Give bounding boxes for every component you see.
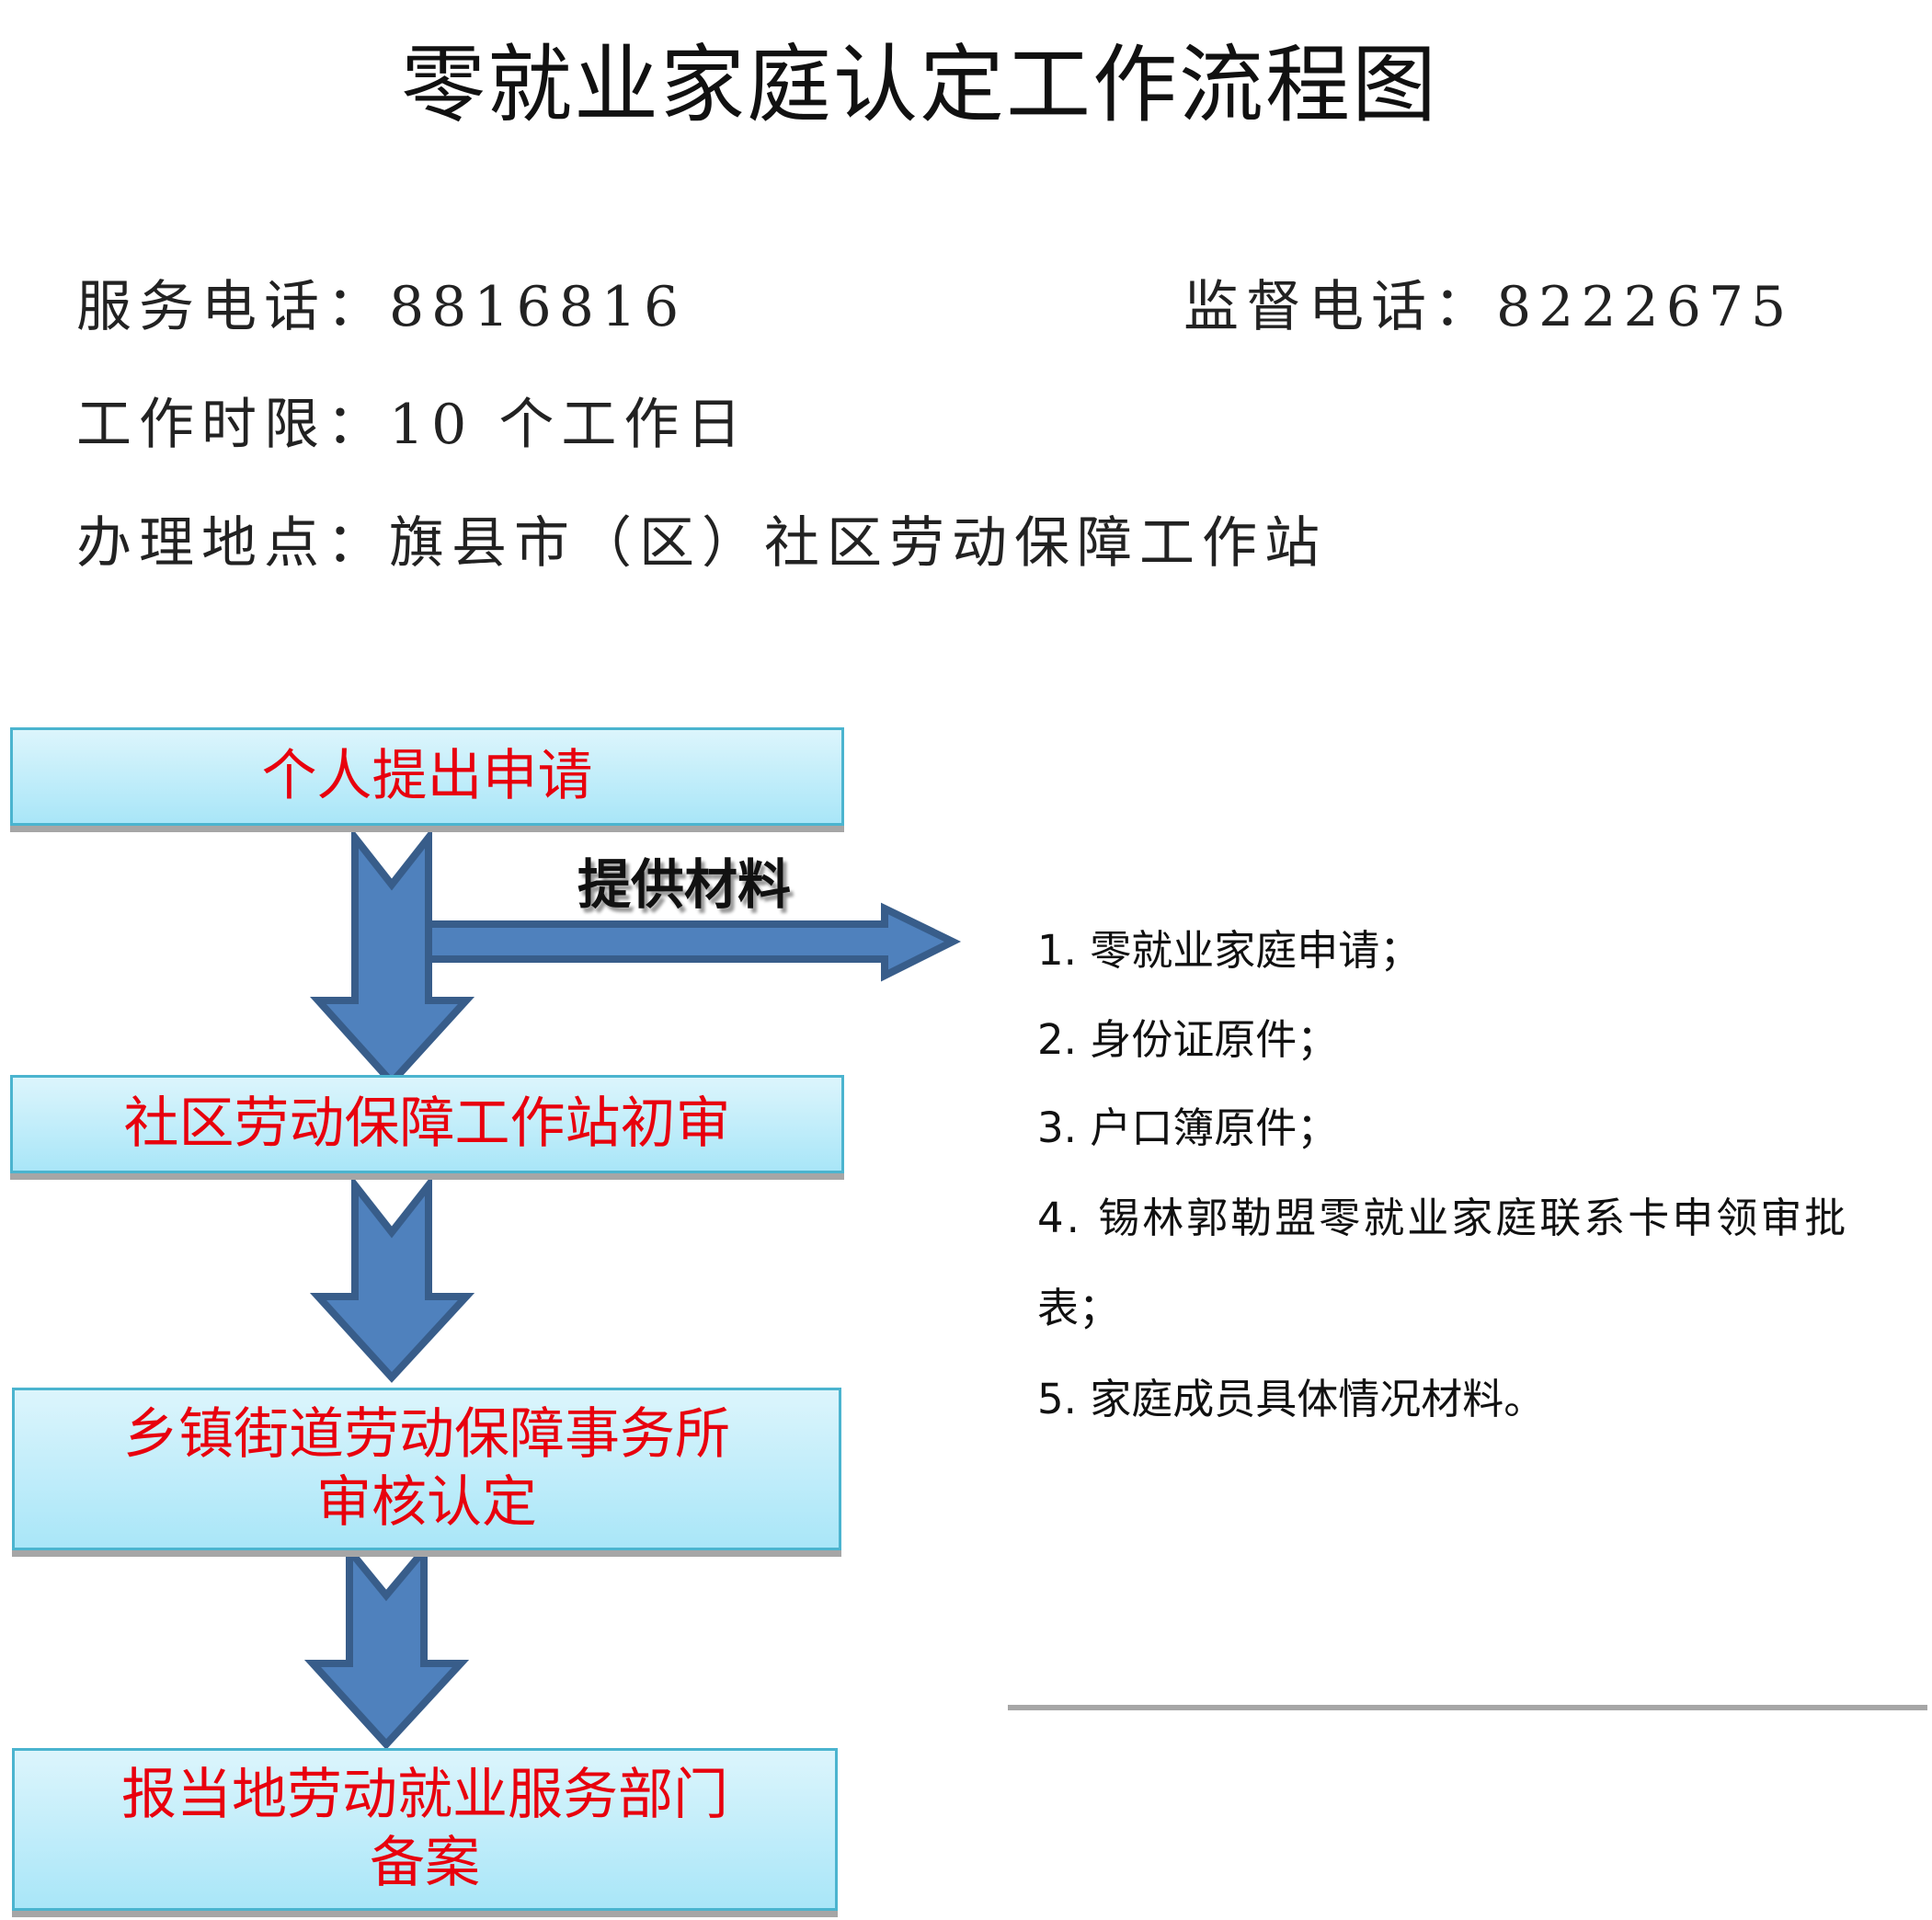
material-item: 1. 零就业家庭申请；: [1037, 926, 1422, 975]
down-arrow-1: [310, 827, 475, 1088]
service-phone: 服务电话：8816816: [76, 275, 687, 339]
down-arrow-2: [309, 1174, 475, 1383]
step-apply: 个人提出申请: [10, 727, 844, 826]
step-label: 乡镇街道劳动保障事务所: [123, 1402, 730, 1468]
location: 办理地点：旗县市（区）社区劳动保障工作站: [76, 511, 1327, 576]
page-title: 零就业家庭认定工作流程图: [400, 36, 1438, 134]
step-community-review: 社区劳动保障工作站初审: [10, 1075, 844, 1173]
divider-line: [1008, 1705, 1927, 1710]
step-label-2: 备案: [370, 1830, 480, 1895]
step-label-2: 审核认定: [316, 1469, 537, 1535]
step-label: 社区劳动保障工作站初审: [123, 1091, 731, 1156]
step-town-approval: 乡镇街道劳动保障事务所 审核认定: [12, 1388, 841, 1550]
material-item: 3. 户口簿原件；: [1037, 1103, 1339, 1152]
material-item: 2. 身份证原件；: [1037, 1015, 1339, 1064]
material-item: 表；: [1037, 1284, 1121, 1332]
material-item: 5. 家庭成员具体情况材料。: [1037, 1375, 1546, 1423]
step-file-record: 报当地劳动就业服务部门 备案: [12, 1748, 838, 1911]
right-arrow: [425, 902, 962, 982]
materials-label: 提供材料: [577, 853, 792, 916]
material-item: 4. 锡林郭勒盟零就业家庭联系卡申领审批: [1037, 1194, 1849, 1242]
down-arrow-3: [303, 1539, 470, 1750]
step-label: 个人提出申请: [261, 743, 593, 808]
supervise-phone: 监督电话：8222675: [1183, 275, 1794, 339]
time-limit: 工作时限：10 个工作日: [76, 393, 749, 457]
step-label: 报当地劳动就业服务部门: [121, 1763, 728, 1828]
